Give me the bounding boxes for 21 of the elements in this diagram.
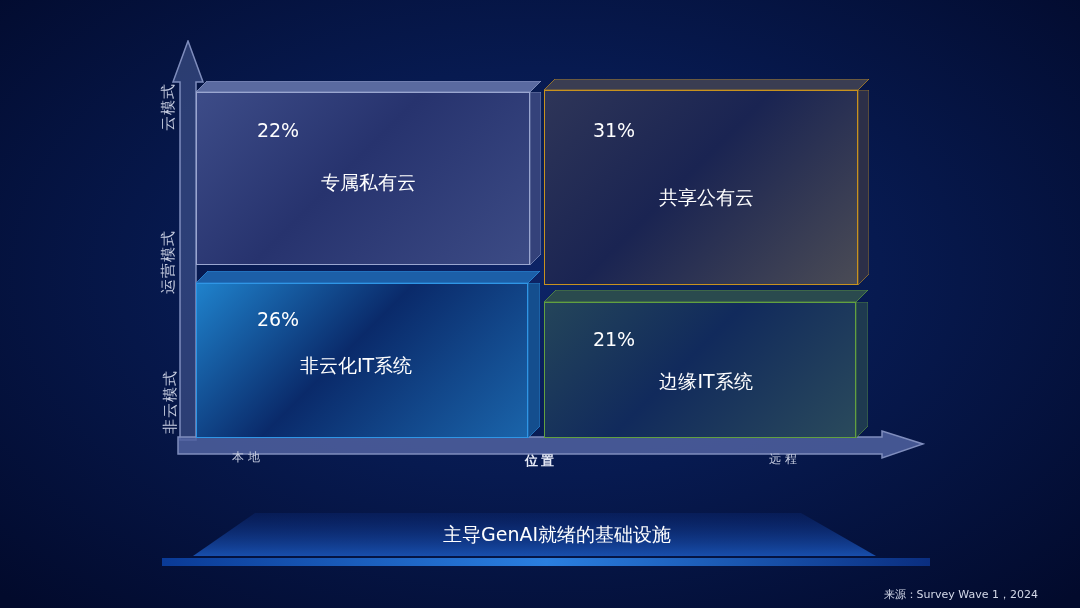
percent-value: 31% bbox=[592, 120, 636, 142]
percent-value: 22% bbox=[256, 120, 300, 142]
axis-label: 远程 bbox=[769, 453, 801, 467]
quadrant-box bbox=[544, 302, 856, 438]
quadrant-title: 非云化IT系统 bbox=[299, 355, 413, 377]
axis-label: 运营模式 bbox=[159, 230, 177, 294]
quadrant-box bbox=[544, 90, 858, 285]
quadrant-box bbox=[196, 92, 530, 265]
quadrant-box bbox=[196, 283, 528, 438]
axis-label: 位置 bbox=[525, 453, 557, 469]
percent-value: 21% bbox=[592, 329, 636, 351]
band-title: 主导GenAI就绪的基础设施 bbox=[442, 524, 672, 546]
axis-label: 非云模式 bbox=[161, 370, 179, 434]
quadrant-title: 专属私有云 bbox=[320, 172, 416, 194]
axis-label: 本地 bbox=[232, 451, 264, 465]
source-note: 来源：Survey Wave 1，2024 bbox=[883, 587, 1038, 602]
platform-band bbox=[193, 513, 876, 556]
axis-label: 云模式 bbox=[159, 83, 177, 131]
quadrant-title: 共享公有云 bbox=[658, 187, 754, 209]
quadrant-title: 边缘IT系统 bbox=[659, 371, 753, 393]
percent-value: 26% bbox=[256, 309, 300, 331]
